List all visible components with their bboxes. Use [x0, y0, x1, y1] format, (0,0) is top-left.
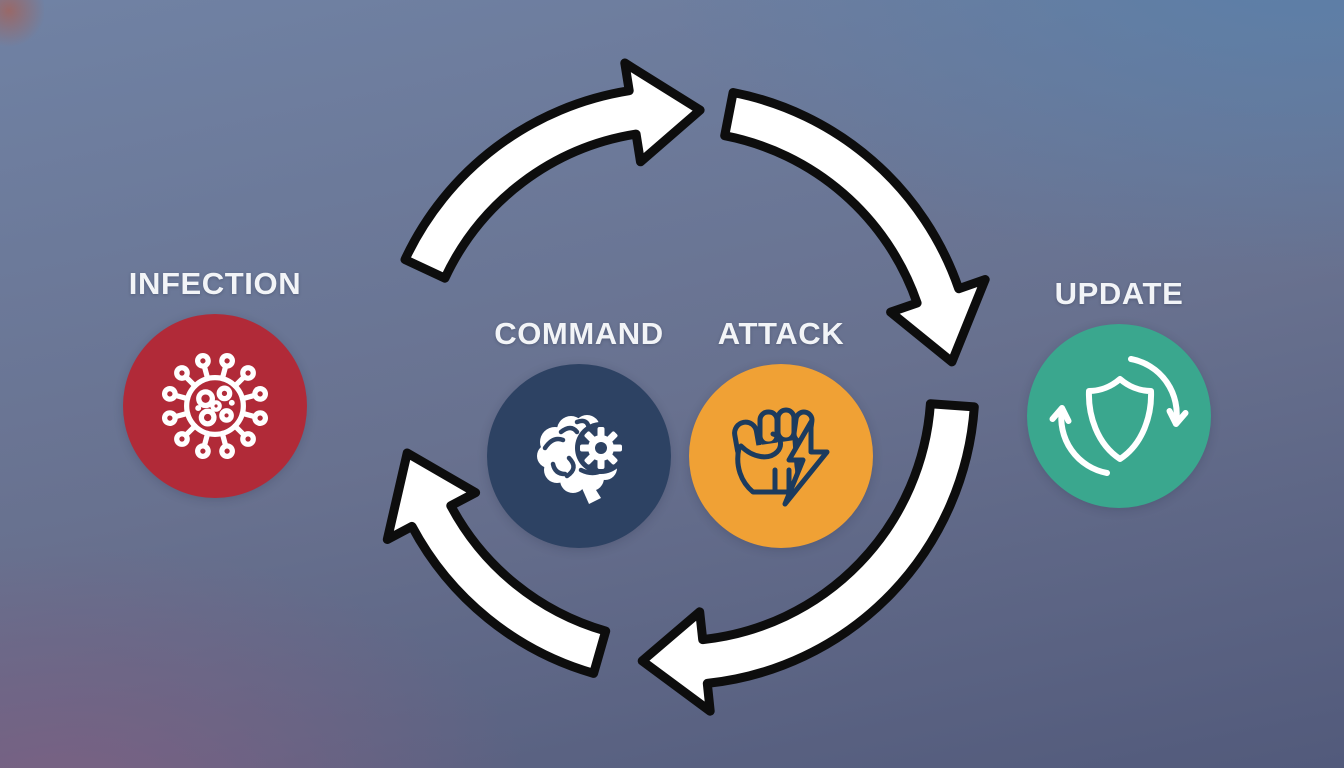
refresh-arrowhead-left [1049, 405, 1072, 424]
stage-update-label: UPDATE [1054, 276, 1184, 311]
cycle-arrow-left [382, 448, 611, 678]
fist-shape [732, 407, 815, 495]
refresh-arrowhead-right [1166, 408, 1189, 427]
stage-command-label: COMMAND [494, 316, 664, 351]
shield-icon [1085, 376, 1155, 462]
shield-refresh-icon [1049, 356, 1189, 476]
stage-attack: ATTACK [689, 316, 873, 548]
stage-infection-circle [123, 314, 307, 498]
stage-attack-circle [689, 364, 873, 548]
fist-lightning-icon [732, 407, 830, 507]
stage-command: COMMAND [487, 316, 671, 548]
cycle-arrow-top [400, 58, 705, 283]
gear-icon [575, 422, 627, 474]
cycle-arrow-group [382, 58, 990, 716]
virus-spikes [161, 352, 269, 460]
stage-infection: INFECTION [123, 266, 307, 498]
brain-gear-icon [537, 415, 627, 504]
stage-command-circle [487, 364, 671, 548]
lightning-bolt-icon [782, 419, 830, 507]
cycle-arrow-right [720, 88, 990, 367]
stage-infection-label: INFECTION [128, 266, 302, 301]
stage-attack-label: ATTACK [717, 316, 845, 351]
corner-artifact [0, 0, 44, 58]
virus-body [184, 375, 246, 437]
stage-update: UPDATE [1027, 276, 1211, 508]
virus-icon [161, 352, 269, 460]
refresh-arc-right [1128, 356, 1180, 426]
refresh-arc-left [1058, 406, 1110, 476]
stage-update-circle [1027, 324, 1211, 508]
cycle-arrow-bottom [637, 399, 979, 716]
brain-folds [542, 418, 606, 479]
